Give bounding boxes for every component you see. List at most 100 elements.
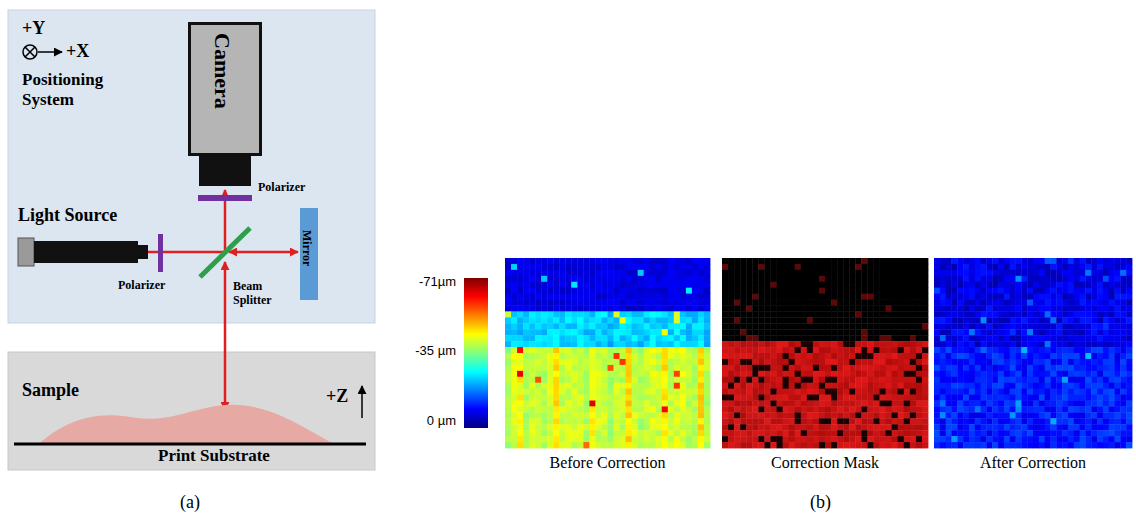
heatmap-cell [916, 270, 922, 276]
heatmap-cell [880, 288, 886, 294]
heatmap-cell [620, 401, 626, 407]
heatmap-cell [728, 288, 734, 294]
heatmap-cell [517, 347, 523, 353]
heatmap-cell [614, 258, 620, 264]
heatmap-cell [559, 383, 565, 389]
heatmap-cell [807, 270, 813, 276]
heatmap-cell [680, 329, 686, 335]
heatmap-cell [620, 317, 626, 323]
heatmap-cell [740, 270, 746, 276]
heatmap-cell [704, 300, 710, 306]
heatmap-cell [789, 359, 795, 365]
heatmap-cell [565, 329, 571, 335]
heatmap-cell [886, 395, 892, 401]
heatmap-cell [837, 258, 843, 264]
heatmap-cell [783, 294, 789, 300]
heatmap-cell [601, 377, 607, 383]
heatmap-cell [608, 264, 614, 270]
heatmap-cell [764, 353, 770, 359]
heatmap-cell [626, 288, 632, 294]
heatmap-cell [801, 359, 807, 365]
heatmap-cell [825, 377, 831, 383]
heatmap-cell [770, 389, 776, 395]
heatmap-cell [547, 377, 553, 383]
heatmap-cell [644, 300, 650, 306]
heatmap-cell [783, 335, 789, 341]
heatmap-cell [801, 406, 807, 412]
heatmap-cell [577, 418, 583, 424]
heatmap-cell [886, 270, 892, 276]
heatmap-cell [837, 264, 843, 270]
heatmap-cell [674, 288, 680, 294]
heatmap-cell [559, 353, 565, 359]
heatmap-cell [807, 300, 813, 306]
heatmap-cell [783, 371, 789, 377]
heatmap-cell [565, 395, 571, 401]
heatmap-cell [861, 377, 867, 383]
heatmap-cell [801, 341, 807, 347]
heatmap-cell [904, 323, 910, 329]
heatmap-cell [789, 395, 795, 401]
heatmap-cell [517, 442, 523, 448]
heatmap-cell [898, 359, 904, 365]
heatmap-cell [746, 288, 752, 294]
heatmap-cell [662, 418, 668, 424]
heatmap-cell [583, 270, 589, 276]
heatmap-cell [638, 371, 644, 377]
heatmap-cell [547, 288, 553, 294]
heatmap-cell [595, 389, 601, 395]
heatmap-cell [595, 306, 601, 312]
heatmap-cell [795, 270, 801, 276]
heatmap-cell [541, 311, 547, 317]
heatmap-cell [589, 412, 595, 418]
heatmap-cell [505, 377, 511, 383]
heatmap-cell [662, 288, 668, 294]
heatmap-cell [577, 288, 583, 294]
heatmap-cell [819, 359, 825, 365]
heatmap-cell [668, 353, 674, 359]
heatmap-cell [614, 365, 620, 371]
heatmap-cell [571, 347, 577, 353]
heatmap-cell [614, 353, 620, 359]
heatmap-cell [577, 258, 583, 264]
heatmap-cell [559, 430, 565, 436]
heatmap-cell [505, 442, 511, 448]
heatmap-cell [541, 264, 547, 270]
heatmap-cell [565, 347, 571, 353]
heatmap-cell [632, 329, 638, 335]
heatmap-cell [728, 401, 734, 407]
heatmap-cell [795, 359, 801, 365]
heatmap-cell [916, 317, 922, 323]
heatmap-cell [722, 353, 728, 359]
heatmap-cell [704, 264, 710, 270]
heatmap-cell [777, 294, 783, 300]
heatmap-cell [541, 430, 547, 436]
heatmap-cell [668, 276, 674, 282]
polarizer [198, 195, 252, 201]
heatmap-cell [910, 341, 916, 347]
heatmap-cell [777, 323, 783, 329]
heatmap-cell [614, 311, 620, 317]
heatmap-cell [843, 389, 849, 395]
heatmap-cell [704, 311, 710, 317]
heatmap-cell [680, 353, 686, 359]
heatmap-cell [728, 383, 734, 389]
heatmap-cell [910, 371, 916, 377]
heatmap-cell [692, 424, 698, 430]
heatmap-cell [813, 276, 819, 282]
heatmap-cell [801, 383, 807, 389]
heatmap-cell [680, 282, 686, 288]
heatmap-cell [770, 365, 776, 371]
heatmap-cell [517, 371, 523, 377]
heatmap-cell [571, 300, 577, 306]
heatmap-cell [722, 365, 728, 371]
heatmap-cell [734, 406, 740, 412]
heatmap-cell [916, 311, 922, 317]
heatmap-cell [662, 353, 668, 359]
heatmap-cell [692, 395, 698, 401]
heatmap-cell [553, 412, 559, 418]
heatmap-cell [819, 383, 825, 389]
heatmap-cell [752, 282, 758, 288]
heatmap-cell [886, 365, 892, 371]
heatmap-cell [523, 442, 529, 448]
